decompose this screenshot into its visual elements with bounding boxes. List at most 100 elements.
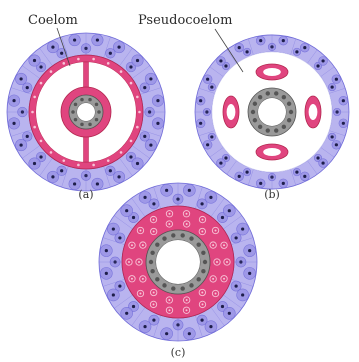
gut-cell-nucleus [162, 283, 166, 287]
gut-cell-nucleus [258, 95, 262, 99]
mesoderm-nucleus [120, 151, 123, 154]
cell-nucleus [321, 59, 324, 62]
mesoderm-nucleus [142, 278, 144, 280]
cell-nucleus [125, 209, 128, 212]
mesoderm-nucleus [168, 213, 170, 215]
mesoderm-nucleus [92, 164, 95, 167]
cell-nucleus [316, 156, 319, 159]
cell-nucleus [51, 45, 54, 48]
cell-nucleus [129, 155, 132, 158]
cell-nucleus [165, 332, 168, 335]
cell-nucleus [143, 325, 146, 328]
cell-nucleus [143, 196, 146, 199]
gut-cell-nucleus [287, 102, 291, 106]
cell-nucleus [125, 312, 128, 315]
gut-cell-nucleus [266, 91, 270, 95]
cell-nucleus [221, 305, 224, 308]
mesoderm-nucleus [223, 278, 225, 280]
cell-nucleus [118, 284, 121, 287]
gut-cell-nucleus [155, 242, 159, 246]
mesoderm-nucleus [153, 231, 155, 233]
cell-nucleus [303, 46, 306, 49]
cell-nucleus [342, 99, 345, 102]
cell-nucleus [156, 99, 159, 102]
figure-a-coelomate [6, 32, 166, 192]
mesoderm-nucleus [138, 261, 140, 263]
cell-nucleus [105, 272, 108, 275]
cell-nucleus [210, 135, 213, 138]
cell-nucleus [12, 122, 15, 125]
mesoderm-nucleus [201, 291, 203, 293]
mesoderm-nucleus [215, 292, 217, 294]
mesoderm-nucleus [136, 96, 139, 99]
cell-nucleus [118, 236, 121, 239]
cell-nucleus [282, 39, 285, 42]
cell-nucleus [39, 65, 42, 68]
mesoderm-nucleus [131, 278, 133, 280]
mesoderm-nucleus [215, 230, 217, 232]
cell-nucleus [321, 161, 324, 164]
cell-nucleus [117, 175, 120, 178]
gut-cell-nucleus [287, 118, 291, 122]
cell-nucleus [105, 249, 108, 252]
cell-nucleus [209, 325, 212, 328]
gut-cell-nucleus [155, 277, 159, 281]
gut-cell-nucleus [274, 128, 278, 132]
gut-lumen [258, 98, 286, 126]
cell-nucleus [228, 312, 231, 315]
cell-nucleus [33, 162, 36, 165]
cell-nucleus [209, 196, 212, 199]
ventral-mesentery [84, 136, 89, 162]
mesoderm-patch-lumen [227, 104, 236, 120]
cell-nucleus [245, 50, 248, 53]
mesoderm-nucleus [186, 309, 188, 311]
mesoderm-nucleus [153, 303, 155, 305]
cell-nucleus [200, 202, 203, 205]
mesoderm-nucleus [201, 231, 203, 233]
cell-nucleus [335, 143, 338, 146]
cell-nucleus [132, 305, 135, 308]
mesoderm-nucleus [62, 62, 65, 65]
cell-nucleus [143, 86, 146, 89]
gut-lumen [77, 103, 95, 121]
cell-nucleus [19, 77, 22, 80]
gut-cell-nucleus [88, 123, 92, 127]
cell-nucleus [165, 189, 168, 192]
cell-nucleus [149, 143, 152, 146]
cell-nucleus [331, 85, 334, 88]
cell-nucleus [200, 319, 203, 322]
gut-cell-nucleus [266, 128, 270, 132]
gut-cell-nucleus [189, 236, 193, 240]
mesoderm-nucleus [216, 261, 218, 263]
gut-cell-nucleus [162, 236, 166, 240]
gut-cell-nucleus [74, 118, 78, 122]
cell-nucleus [282, 182, 285, 185]
mesoderm-nucleus [92, 58, 95, 61]
cell-nucleus [241, 293, 244, 296]
mesoderm-nucleus [223, 244, 225, 246]
mesoderm-nucleus [107, 159, 110, 162]
gut-cell-nucleus [180, 233, 184, 237]
cell-nucleus [241, 227, 244, 230]
gut-cell-nucleus [74, 103, 78, 107]
cell-nucleus [295, 50, 298, 53]
mesoderm-nucleus [142, 244, 144, 246]
gut-cell-nucleus [189, 283, 193, 287]
gut-cell-nucleus [71, 110, 75, 114]
gut-cell-nucleus [95, 103, 99, 107]
mesoderm-nucleus [40, 82, 43, 85]
cell-nucleus [109, 169, 112, 172]
gut-cell-nucleus [253, 118, 257, 122]
gut-cell-nucleus [149, 260, 153, 264]
mesoderm-patch-lumen [309, 104, 318, 120]
cell-nucleus [117, 45, 120, 48]
cell-nucleus [238, 175, 241, 178]
mesoderm-nucleus [202, 219, 204, 221]
mesoderm-nucleus [186, 213, 188, 215]
cell-nucleus [303, 175, 306, 178]
mesoderm-nucleus [33, 96, 36, 99]
cell-nucleus [60, 169, 63, 172]
cell-nucleus [12, 99, 15, 102]
cell-nucleus [248, 272, 251, 275]
cell-nucleus [188, 332, 191, 335]
